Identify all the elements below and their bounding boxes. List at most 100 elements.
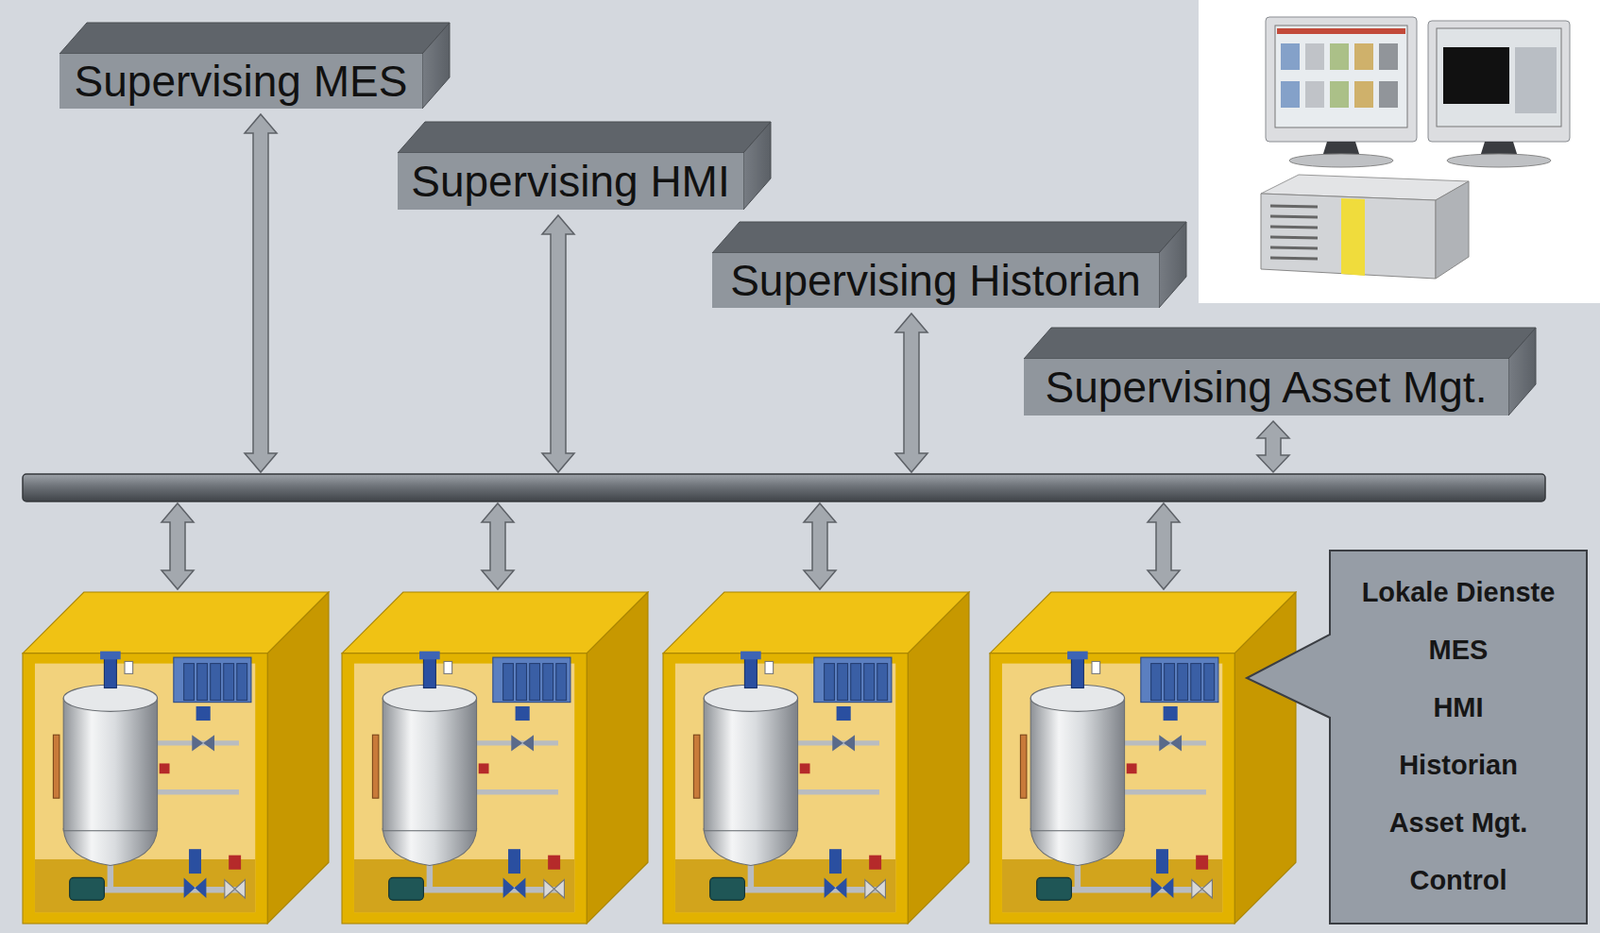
rack-module [223,663,235,701]
rack-module [824,663,835,701]
module-side [907,592,970,924]
monitor-frame [1265,17,1417,142]
rack-module [1191,663,1202,701]
agitator-motor [103,655,117,689]
tank-bottom [1030,829,1124,867]
hand-valve [868,855,882,870]
box-top-face [59,22,450,54]
tank-top [63,684,157,712]
server-label [1341,198,1365,276]
sensor [478,763,490,774]
bus-arrows [161,114,1290,590]
rack-module [529,663,541,701]
module-front [341,653,587,924]
module-front [989,653,1235,924]
valve-stem [508,849,521,874]
monitor-panel [1198,0,1600,304]
hand-valve [1195,855,1209,870]
control-valve [1163,706,1178,721]
server-slot [1270,247,1318,249]
monitor-screen [1275,25,1408,128]
service-label: Control [1409,866,1507,897]
rack-module [556,663,567,701]
valve-stem [188,849,202,874]
module-side [586,592,648,924]
box-top-face [397,121,771,154]
supervising-box: Supervising Asset Mgt. [1023,358,1509,416]
controller-rack [814,657,892,703]
agitator-cap [100,651,121,661]
tank-bottom [382,829,477,867]
agitator-cap [1067,651,1089,661]
network-bus [22,474,1546,502]
pipe [476,789,559,795]
module-side [1234,592,1296,924]
controller-rack [1140,657,1219,703]
control-valve [515,706,530,721]
valve-stem [829,849,842,874]
box-label: Supervising Asset Mgt. [1045,363,1488,412]
hand-valve [865,880,886,899]
screen-detail [1329,81,1349,108]
hand-valve [228,855,241,870]
control-valve [510,734,534,751]
rack-module [851,663,862,701]
controller-rack [493,657,571,703]
module-front [22,653,268,924]
hand-valve [547,855,561,870]
tank-body [1030,697,1124,831]
bus-arrow [542,215,575,473]
rack-module [1164,663,1175,701]
server-side [1435,181,1469,279]
rack-module [877,663,888,701]
hand-valve [544,880,565,899]
pipe [1124,789,1207,795]
rack-module [543,663,554,701]
screen-detail [1280,43,1300,70]
rack-module [1204,663,1215,701]
box-top-face [712,221,1187,254]
rack-module [503,663,514,701]
rack-module [237,663,248,701]
valve-body [503,877,527,899]
screen-detail [1378,81,1398,108]
module-floor [354,859,575,913]
module-floor [675,859,896,913]
server-slot [1270,237,1318,239]
box-side-face [1158,221,1187,308]
box-label: Supervising MES [74,57,409,106]
control-valve [196,706,211,721]
box-side-face [422,22,450,109]
monitor-screen [1436,28,1562,127]
control-valve [836,706,852,721]
pump [710,877,746,901]
bus-arrow [1257,421,1290,473]
screen-detail [1329,43,1349,70]
rack-module [1177,663,1189,701]
heating-jacket [1020,734,1026,799]
server-slot [1270,257,1318,259]
server-slot [1270,226,1318,228]
pump [1037,877,1073,901]
supervising-box: Supervising HMI [397,153,744,210]
plant-module [663,592,970,924]
agitator-motor [1071,655,1084,689]
valve-body [1151,877,1175,899]
callout-box: Lokale DiensteMESHMIHistorianAsset Mgt.C… [1329,550,1587,924]
server-slot [1270,216,1318,218]
rack-module [516,663,528,701]
tank-bottom [703,829,798,867]
screen-detail [1378,43,1398,70]
plant-module [989,592,1296,924]
tank-top [382,684,477,712]
box-side-face [743,121,771,210]
box-top-face [1023,327,1536,359]
illustration [22,0,1600,924]
bus-arrow [803,503,836,590]
gauge [1091,661,1101,674]
pipe [426,863,433,890]
tank-body [703,697,798,831]
screen-bar [1276,28,1406,35]
